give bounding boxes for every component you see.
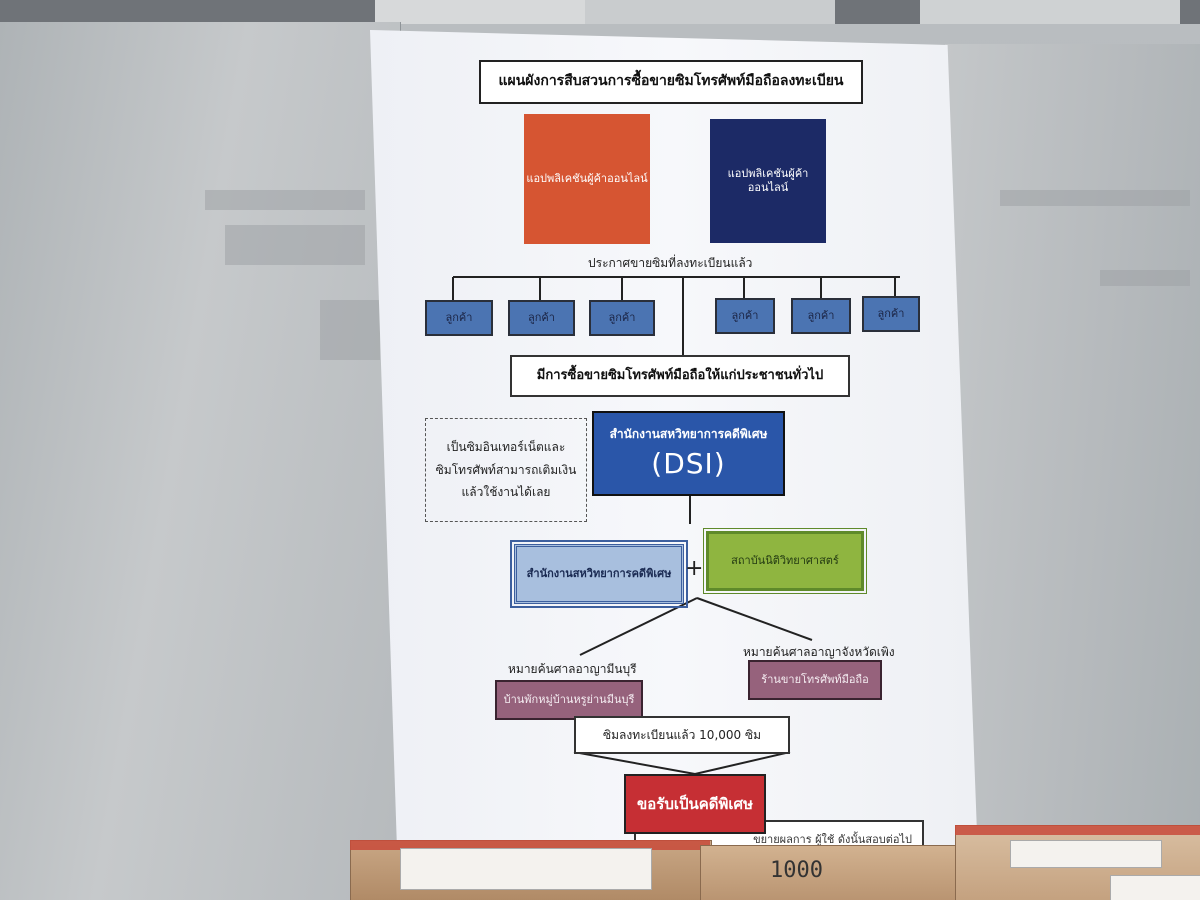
customer-box: ลูกค้า: [425, 300, 493, 336]
box-handwritten-label: 1000: [770, 858, 823, 883]
online-seller-app-left: แอปพลิเคชันผู้ค้าออนไลน์: [524, 114, 650, 244]
whiteboard-left: [0, 22, 401, 900]
plus-sign: +: [685, 556, 704, 581]
sim-sale-box: มีการซื้อขายซิมโทรศัพท์มือถือให้แก่ประชา…: [510, 355, 850, 397]
board-scuff: [1000, 190, 1190, 206]
board-scuff: [1100, 270, 1190, 286]
online-seller-app-right: แอปพลิเคชันผู้ค้าออนไลน์: [710, 119, 826, 243]
merge-right-line: [694, 751, 791, 775]
dsi-box: สำนักงานสหวิทยาการคดีพิเศษ (DSI): [592, 411, 785, 496]
customer-box: ลูกค้า: [589, 300, 655, 336]
note-line: ซิมโทรศัพท์สามารถเติมเงิน: [435, 462, 577, 477]
dsi-name: สำนักงานสหวิทยาการคดีพิเศษ: [609, 426, 768, 441]
box-sticker: [1010, 840, 1162, 868]
branch-right-line: [696, 597, 813, 641]
warrant-left-label: หมายค้นศาลอาญามีนบุรี: [508, 662, 637, 676]
customer-box: ลูกค้า: [715, 298, 775, 334]
window-block: [375, 0, 585, 24]
box-sticker: [400, 848, 652, 890]
note-line: เป็นซิมอินเทอร์เน็ตและ: [446, 439, 566, 454]
board-scuff: [205, 190, 365, 210]
evidence-box: [700, 845, 962, 900]
diagram-title: แผนผังการสืบสวนการซื้อขายซิมโทรศัพท์มือถ…: [479, 60, 863, 104]
packing-tape: [350, 840, 710, 850]
customer-box: ลูกค้า: [508, 300, 575, 336]
whiteboard-right: [945, 44, 1200, 900]
warrant-right-label: หมายค้นศาลอาญาจังหวัดเพิง: [743, 645, 895, 659]
note-line: แล้วใช้งานได้เลย: [461, 485, 551, 500]
dsi-acronym: (DSI): [651, 446, 726, 480]
board-scuff: [225, 225, 365, 265]
warrant-right-box: ร้านขายโทรศัพท์มือถือ: [748, 660, 882, 700]
window-block: [920, 0, 1180, 24]
warrant-left-box: บ้านพักหมู่บ้านหรูย่านมีนบุรี: [495, 680, 643, 720]
branch-left-line: [579, 597, 698, 656]
sim-note-box: เป็นซิมอินเทอร์เน็ตและ ซิมโทรศัพท์สามารถ…: [425, 418, 587, 522]
ceiling-strip: [0, 0, 1200, 24]
merge-left-line: [573, 751, 696, 775]
box-sticker: [1110, 875, 1200, 900]
sim-count-box: ซิมลงทะเบียนแล้ว 10,000 ซิม: [574, 716, 790, 754]
special-case-box: ขอรับเป็นคดีพิเศษ: [624, 774, 766, 834]
board-scuff: [320, 300, 380, 360]
customer-box: ลูกค้า: [791, 298, 851, 334]
forensic-institute-box: สถาบันนิติวิทยาศาสตร์: [703, 528, 867, 594]
announce-label: ประกาศขายซิมที่ลงทะเบียนแล้ว: [588, 256, 753, 270]
window-block: [585, 0, 835, 24]
packing-tape: [955, 825, 1200, 835]
customer-box: ลูกค้า: [862, 296, 920, 332]
dsi-agency-box: สำนักงานสหวิทยาการคดีพิเศษ: [510, 540, 688, 608]
